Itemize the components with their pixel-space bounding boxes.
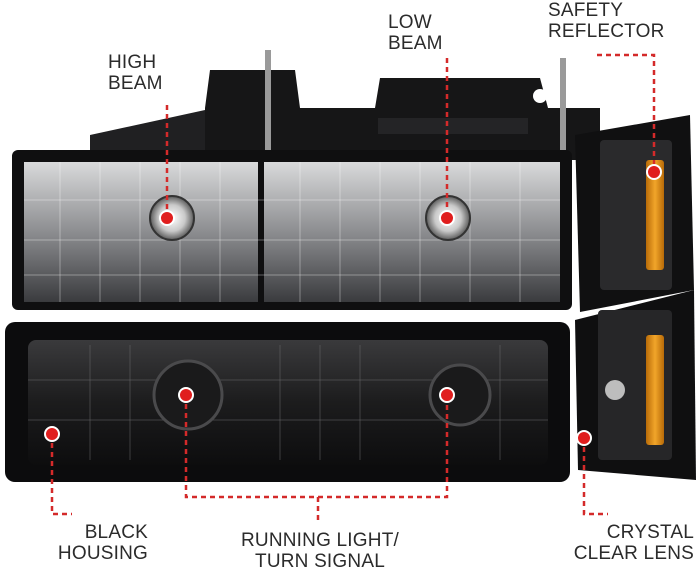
marker-running-light-right bbox=[439, 387, 455, 403]
marker-crystal-lens bbox=[576, 430, 592, 446]
corner-lights bbox=[575, 115, 696, 480]
lower-amber-reflector bbox=[646, 335, 664, 445]
label-safety-reflector-line2: REFLECTOR bbox=[548, 21, 665, 42]
label-black-housing: BLACK HOUSING bbox=[48, 522, 148, 564]
label-high-beam-line2: BEAM bbox=[108, 73, 163, 94]
label-safety-reflector-line1: SAFETY bbox=[548, 0, 624, 21]
label-safety-reflector: SAFETY REFLECTOR bbox=[548, 0, 665, 42]
upper-amber-reflector bbox=[646, 160, 664, 270]
marker-running-light-left bbox=[178, 387, 194, 403]
label-running-light-line1: RUNNING LIGHT/ bbox=[241, 530, 399, 551]
label-running-light-line2: TURN SIGNAL bbox=[255, 551, 385, 572]
rear-housing bbox=[90, 50, 600, 160]
marker-safety-reflector bbox=[646, 164, 662, 180]
label-high-beam: HIGH BEAM bbox=[108, 52, 163, 94]
label-low-beam-line2: BEAM bbox=[388, 33, 443, 54]
label-low-beam-line1: LOW bbox=[388, 12, 432, 33]
callout-line-crystal-lens bbox=[582, 438, 608, 516]
running-light-unit bbox=[5, 322, 570, 482]
headlight-unit bbox=[12, 150, 572, 310]
marker-low-beam bbox=[439, 210, 455, 226]
callout-line-running-light bbox=[184, 395, 449, 499]
label-running-light: RUNNING LIGHT/ TURN SIGNAL bbox=[230, 530, 410, 572]
callout-line-safety-reflector bbox=[597, 53, 656, 172]
label-black-housing-line2: HOUSING bbox=[57, 543, 148, 564]
label-high-beam-line1: HIGH bbox=[108, 52, 157, 73]
marker-high-beam bbox=[159, 210, 175, 226]
marker-black-housing bbox=[44, 426, 60, 442]
callout-markers bbox=[44, 164, 662, 446]
callout-lines bbox=[50, 53, 656, 522]
label-black-housing-line1: BLACK bbox=[84, 522, 148, 543]
label-crystal-clear-lens-line2: CLEAR LENS bbox=[573, 543, 694, 564]
label-crystal-clear-lens: CRYSTAL CLEAR LENS bbox=[568, 522, 694, 564]
callout-line-black-housing bbox=[50, 434, 72, 516]
label-low-beam: LOW BEAM bbox=[388, 12, 443, 54]
label-crystal-clear-lens-line1: CRYSTAL bbox=[606, 522, 694, 543]
